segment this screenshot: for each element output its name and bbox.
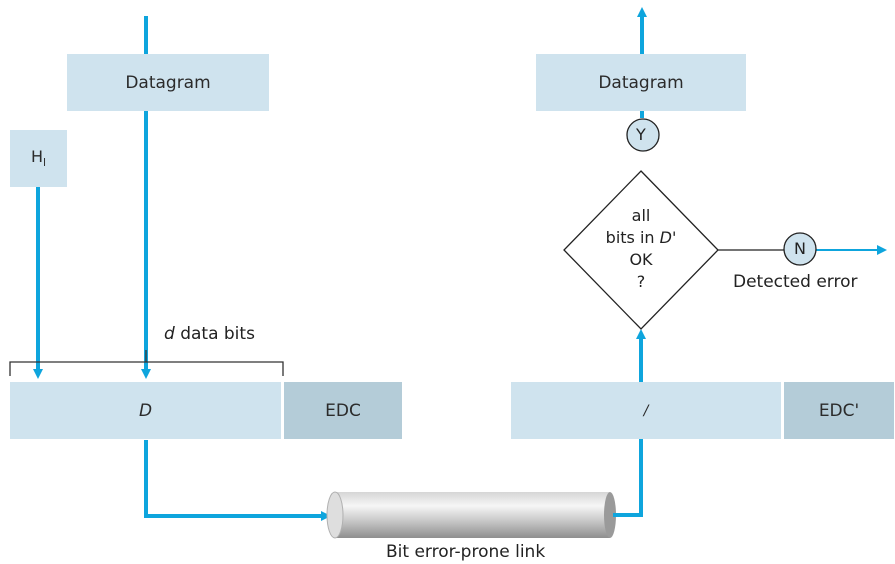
data-bits-label: d data bits — [164, 324, 255, 344]
decision-line-4: ? — [636, 272, 646, 291]
decision-line-1: all — [631, 206, 651, 225]
link-label: Bit error-prone link — [386, 542, 546, 562]
decision-line-3: OK — [629, 250, 653, 269]
receiver-data-field: / — [511, 382, 781, 439]
sender-data-label: D — [138, 400, 153, 421]
sender-to-link-arrow — [144, 440, 331, 521]
data-bits-brace — [9, 350, 284, 376]
receiver-edc-label: EDC' — [818, 400, 860, 421]
sender-datagram-box: Datagram — [67, 54, 269, 111]
link-cylinder-icon — [326, 491, 616, 539]
detected-error-label: Detected error — [733, 272, 858, 292]
sender-data-field: D — [10, 382, 281, 439]
header-label: Hl — [30, 147, 47, 170]
yes-label: Y — [636, 125, 646, 144]
sender-datagram-label: Datagram — [125, 72, 211, 93]
no-label: N — [794, 239, 806, 258]
decision-text: all bits in D' OK ? — [581, 205, 701, 293]
receiver-datagram-box: Datagram — [536, 54, 746, 111]
decision-line-2: bits in D' — [605, 228, 677, 247]
receiver-datagram-label: Datagram — [598, 72, 684, 93]
no-circle — [783, 232, 817, 266]
receiver-data-label: / — [643, 402, 649, 419]
decision-diamond — [563, 170, 719, 330]
receiver-edc-field: EDC' — [784, 382, 894, 439]
yes-circle — [626, 118, 660, 152]
header-box: Hl — [10, 130, 67, 187]
sender-edc-field: EDC — [284, 382, 402, 439]
header-subscript: l — [42, 156, 47, 170]
sender-edc-label: EDC — [325, 400, 361, 421]
